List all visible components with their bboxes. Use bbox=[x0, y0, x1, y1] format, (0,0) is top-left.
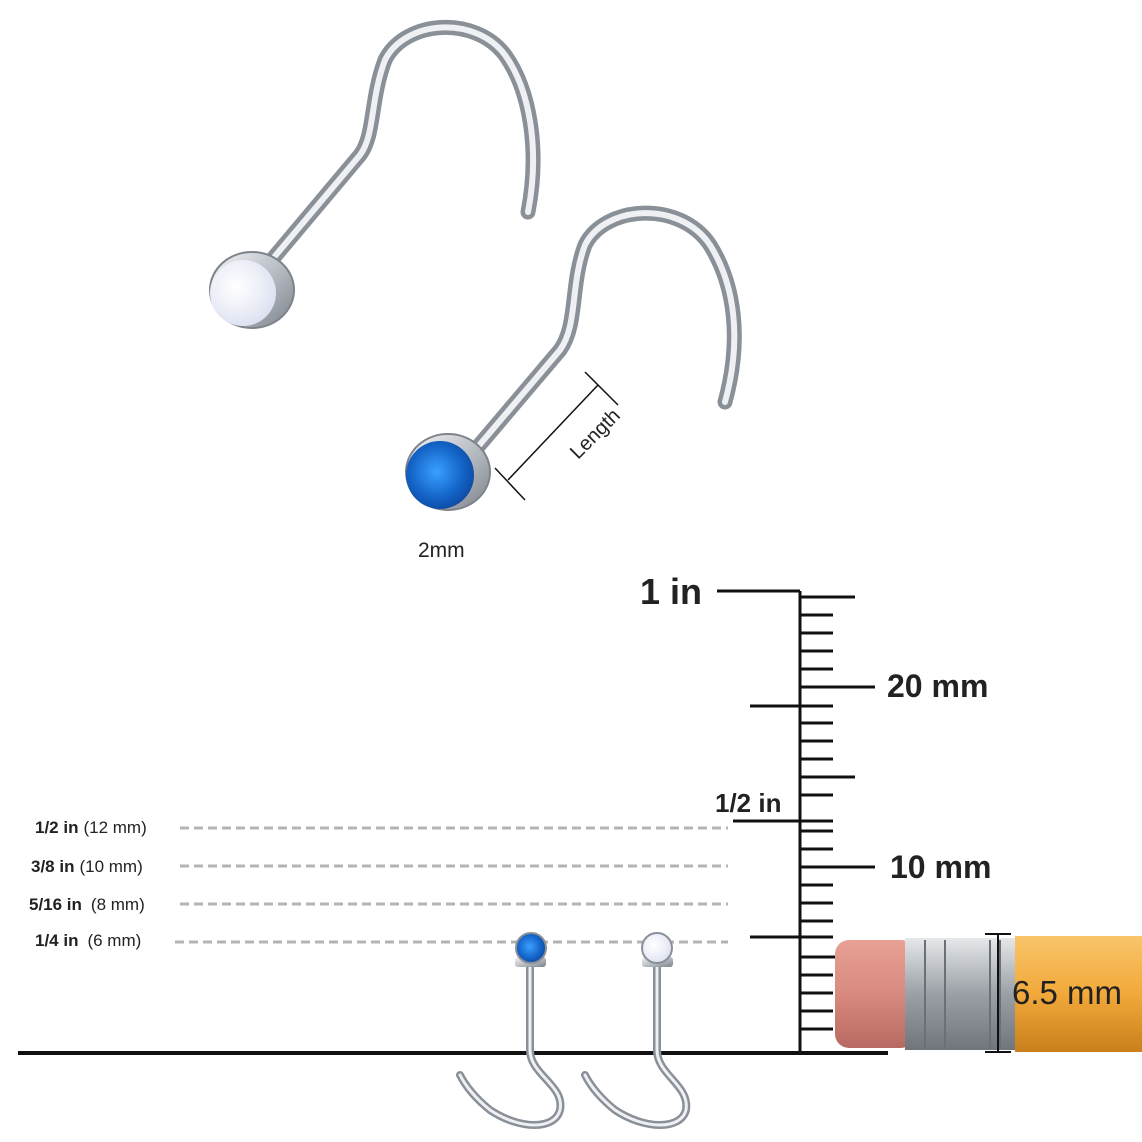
small-screw-white-opal bbox=[581, 932, 691, 1129]
pencil-ferrule bbox=[905, 938, 1015, 1050]
pencil-body bbox=[1015, 936, 1142, 1052]
length-marker-line bbox=[507, 384, 599, 481]
size-label-12mm: 1/2 in(12 mm) bbox=[35, 818, 147, 837]
pencil-reference: 6.5 mm bbox=[835, 933, 1142, 1053]
ruler-mm-ticks bbox=[800, 595, 858, 1031]
size-labels: 1/2 in(12 mm) 3/8 in(10 mm) 5/16 in(8 mm… bbox=[29, 818, 147, 950]
screw-wire bbox=[257, 19, 541, 276]
ruler-label-10mm: 10 mm bbox=[890, 849, 991, 885]
pencil-size-label: 6.5 mm bbox=[1012, 974, 1122, 1011]
white-opal-gem-small bbox=[641, 932, 673, 964]
nose-screw-white-opal bbox=[209, 19, 541, 329]
size-label-6mm: 1/4 in(6 mm) bbox=[35, 931, 141, 950]
size-reference-lines bbox=[175, 826, 728, 944]
ruler-label-1in: 1 in bbox=[640, 571, 702, 612]
ruler: 1 in 20 mm 1/2 in 10 mm bbox=[640, 571, 991, 1053]
size-label-8mm: 5/16 in(8 mm) bbox=[29, 895, 145, 914]
length-label: Length bbox=[566, 405, 625, 464]
white-opal-gem bbox=[210, 260, 276, 326]
ruler-label-20mm: 20 mm bbox=[887, 668, 988, 704]
pencil-eraser bbox=[835, 940, 915, 1048]
small-screw-blue-opal bbox=[456, 932, 565, 1129]
blue-opal-gem-small bbox=[515, 932, 547, 964]
gem-size-label: 2mm bbox=[418, 539, 465, 562]
size-label-10mm: 3/8 in(10 mm) bbox=[31, 857, 143, 876]
ruler-label-half-in: 1/2 in bbox=[715, 788, 781, 818]
blue-opal-gem bbox=[406, 441, 474, 509]
nose-screw-blue-opal: Length bbox=[405, 205, 742, 511]
